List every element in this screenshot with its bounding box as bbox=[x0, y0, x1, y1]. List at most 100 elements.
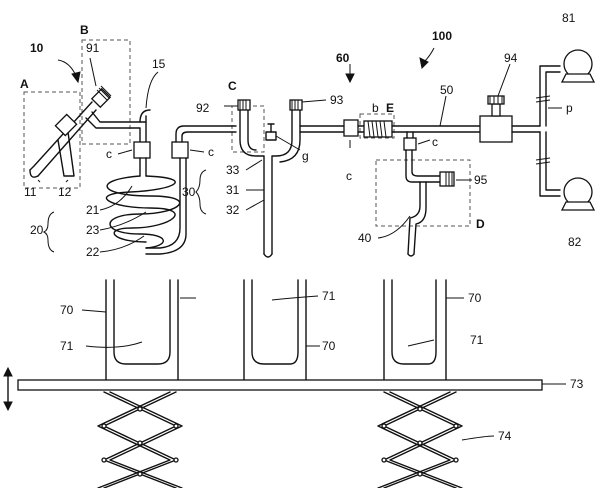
label-c-2: c bbox=[208, 145, 214, 159]
vessel-middle bbox=[244, 280, 306, 380]
label-11: 11 bbox=[24, 185, 37, 199]
main-line-seg-2 bbox=[358, 126, 364, 132]
coil-inlet bbox=[140, 158, 146, 176]
valve-g-stem bbox=[268, 124, 274, 132]
main-line-seg-3 bbox=[392, 126, 480, 132]
label-10: 10 bbox=[30, 41, 44, 55]
arrow-10 bbox=[72, 72, 80, 82]
label-c-3: c bbox=[346, 169, 352, 183]
label-region-b: B bbox=[80, 23, 89, 37]
diagonal-fitting bbox=[55, 114, 76, 135]
scissor-left-pivot-3 bbox=[138, 472, 142, 476]
manifold-lower bbox=[540, 132, 560, 196]
label-region-e: E bbox=[386, 101, 394, 115]
label-60: 60 bbox=[336, 51, 350, 65]
pipe-15-bend bbox=[140, 110, 150, 122]
scissor-right-pivot-7 bbox=[454, 458, 458, 462]
label-40: 40 bbox=[358, 231, 372, 245]
pipe-to-u-tube bbox=[176, 126, 236, 142]
valve-94-stem bbox=[492, 104, 500, 116]
drain-tube-tip bbox=[408, 254, 414, 256]
brace-30 bbox=[196, 170, 206, 214]
connector-c-1 bbox=[134, 142, 150, 158]
leader-93 bbox=[302, 100, 326, 102]
label-74: 74 bbox=[498, 429, 512, 443]
leader-11-12 bbox=[38, 180, 68, 182]
label-g: g bbox=[302, 149, 309, 163]
label-82: 82 bbox=[568, 235, 582, 249]
leader-94 bbox=[498, 64, 510, 96]
coil-assembly bbox=[106, 158, 186, 254]
label-region-c: C bbox=[228, 79, 237, 93]
label-94: 94 bbox=[504, 51, 518, 65]
scissor-lift-left bbox=[98, 392, 182, 488]
arrow-60 bbox=[346, 74, 354, 82]
lift-arrow-down bbox=[4, 402, 12, 410]
vessel-right-inner bbox=[392, 280, 436, 364]
vessel-left-inner bbox=[114, 280, 170, 364]
label-31: 31 bbox=[226, 183, 240, 197]
pump-81-base bbox=[562, 74, 594, 82]
label-71-middle: 71 bbox=[322, 289, 336, 303]
brace-20 bbox=[44, 212, 54, 252]
label-93: 93 bbox=[330, 93, 344, 107]
leader-71 bbox=[86, 296, 434, 347]
label-81: 81 bbox=[562, 11, 576, 25]
valve-g-body bbox=[266, 132, 276, 140]
label-22: 22 bbox=[86, 245, 100, 259]
label-region-d: D bbox=[476, 217, 485, 231]
label-32: 32 bbox=[226, 203, 240, 217]
leader-c-1-2 bbox=[118, 150, 204, 154]
connector-c-4 bbox=[404, 138, 416, 150]
label-70-right: 70 bbox=[468, 291, 482, 305]
inlet-assembly bbox=[30, 86, 150, 177]
label-c-4: c bbox=[432, 135, 438, 149]
scissor-right-pivot-2 bbox=[418, 441, 422, 445]
branch-stub bbox=[407, 132, 413, 138]
region-box-d bbox=[376, 160, 470, 226]
tube-end-cap bbox=[30, 170, 38, 177]
drain-tube-40 bbox=[408, 182, 426, 254]
vessel-right bbox=[384, 280, 446, 380]
label-12: 12 bbox=[58, 185, 72, 199]
label-b: b bbox=[372, 101, 379, 115]
scissor-left-pivot-2 bbox=[138, 441, 142, 445]
label-region-a: A bbox=[20, 77, 29, 91]
main-line-seg-1 bbox=[300, 126, 344, 132]
leader-50 bbox=[440, 96, 446, 126]
label-15: 15 bbox=[152, 57, 166, 71]
u-tube-bottom bbox=[264, 254, 272, 257]
label-c-1: c bbox=[106, 147, 112, 161]
scissor-left-pivot-6 bbox=[102, 458, 106, 462]
coil-helix-back bbox=[106, 176, 175, 242]
label-95: 95 bbox=[474, 173, 488, 187]
scissor-right-pivot-5 bbox=[454, 424, 458, 428]
coil-outlet bbox=[146, 158, 186, 254]
label-20: 20 bbox=[30, 223, 44, 237]
scissor-left-pivot-4 bbox=[102, 424, 106, 428]
scissor-right-pivot-4 bbox=[382, 424, 386, 428]
leader-74 bbox=[462, 436, 494, 440]
leader-c-4 bbox=[418, 140, 430, 144]
pipe-15 bbox=[86, 112, 146, 142]
connector-c-3 bbox=[344, 120, 358, 136]
label-23: 23 bbox=[86, 223, 100, 237]
label-33: 33 bbox=[226, 163, 240, 177]
leader-40 bbox=[378, 216, 410, 238]
leader-31-33 bbox=[246, 160, 264, 210]
vessel-left-walls bbox=[106, 280, 178, 380]
leader-100 bbox=[424, 48, 434, 62]
u-tube-assembly bbox=[238, 100, 302, 257]
labels: 10 91 B A 15 11 12 c c 21 23 22 20 C 92 … bbox=[20, 11, 584, 443]
leader-70 bbox=[82, 298, 464, 346]
scissor-right-pivot-3 bbox=[418, 472, 422, 476]
label-91: 91 bbox=[86, 41, 100, 55]
label-100: 100 bbox=[432, 29, 452, 43]
lift-arrow-up bbox=[4, 368, 12, 376]
vessel-right-walls bbox=[384, 280, 446, 380]
cap-91 bbox=[92, 89, 110, 107]
branch-pipe bbox=[406, 150, 440, 182]
scissor-right-pivot-1 bbox=[418, 407, 422, 411]
